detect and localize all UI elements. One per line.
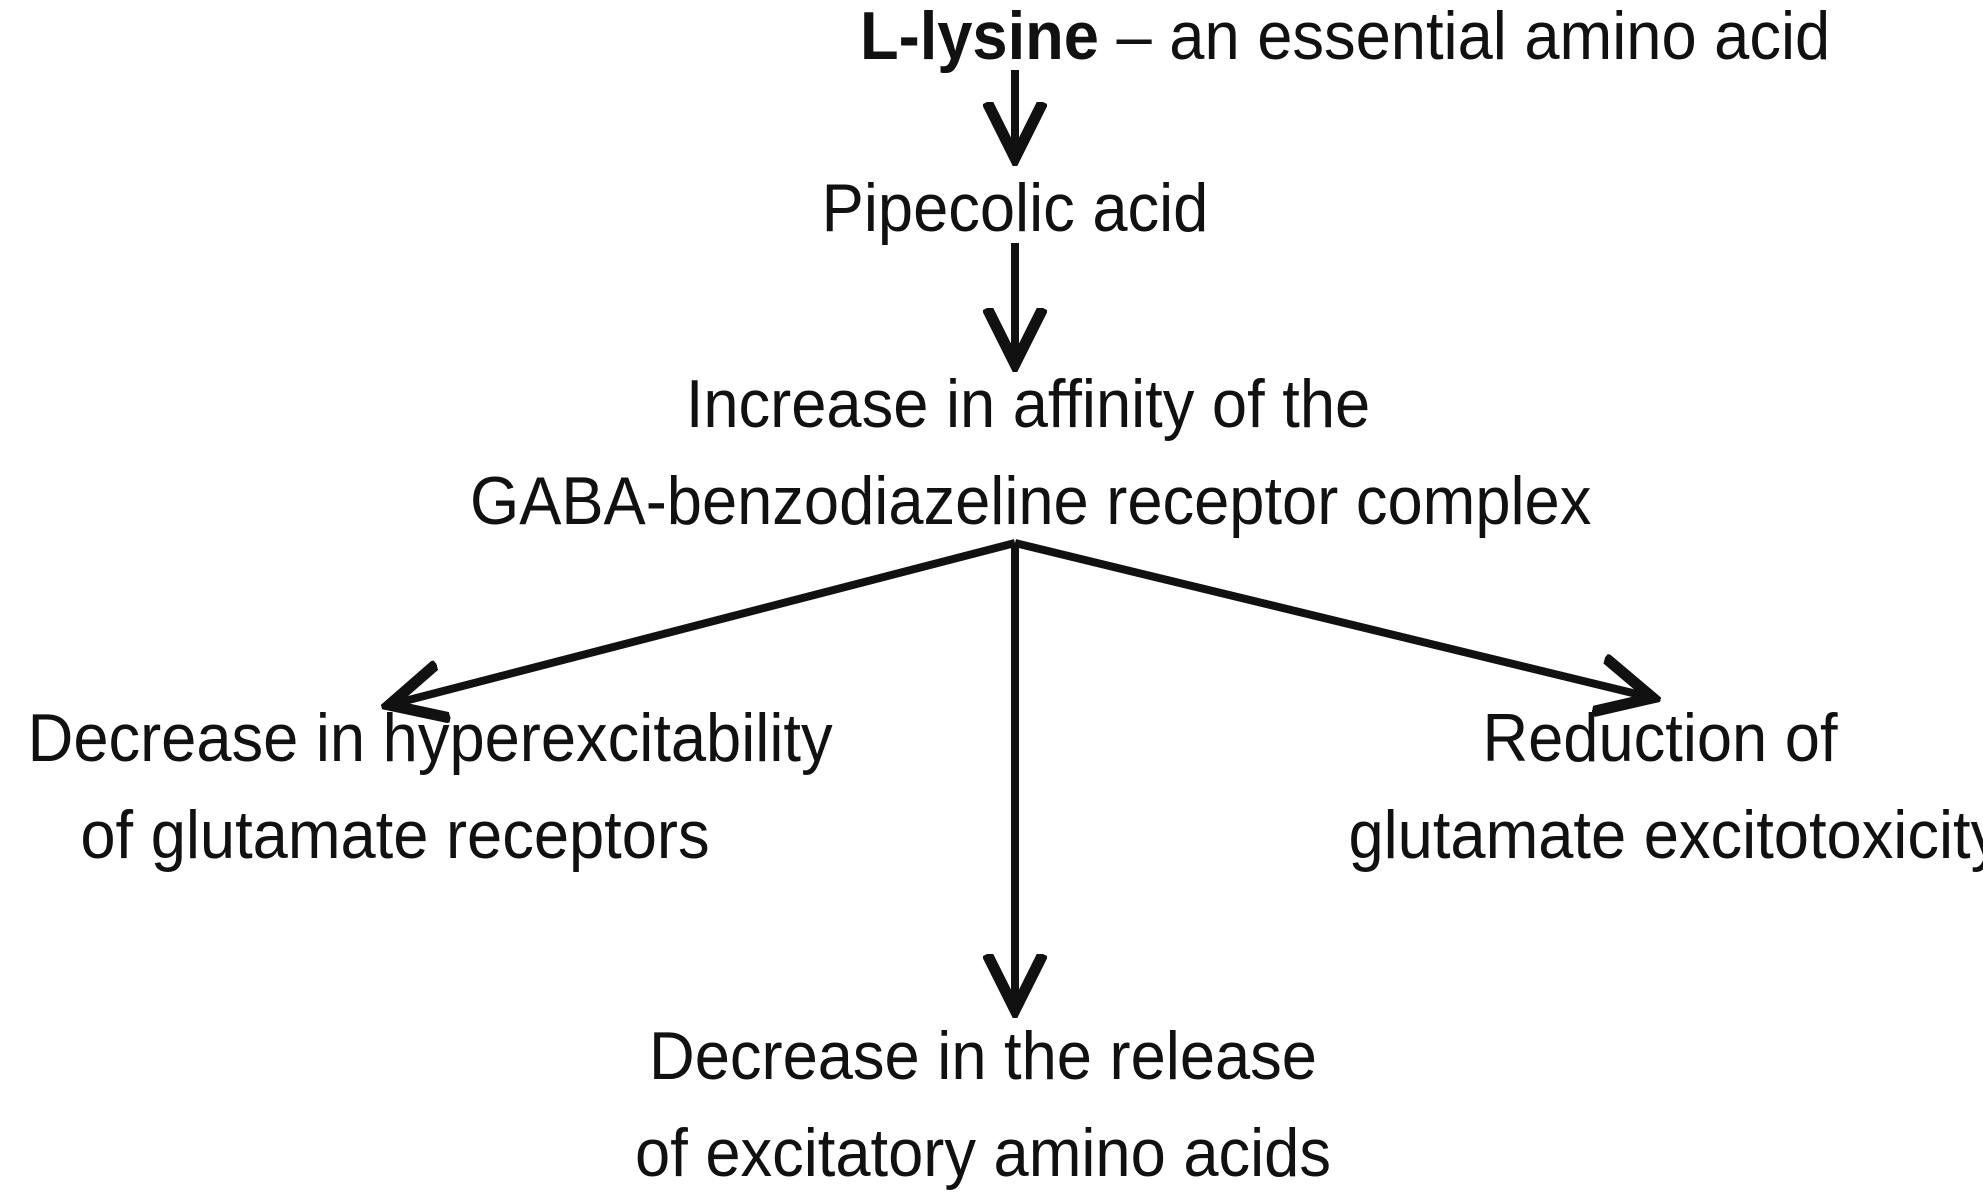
pipecolic-acid-node: Pipecolic acid xyxy=(736,160,1294,257)
lysine-label: L-lysine xyxy=(860,0,1099,74)
excitotoxicity-line-1: Reduction of xyxy=(1482,700,1838,776)
hyperexcitability-node: Decrease in hyperexcitability of glutama… xyxy=(27,690,833,884)
excitotoxicity-line-2: glutamate excitotoxicity xyxy=(1348,797,1983,873)
lysine-description: – an essential amino acid xyxy=(1098,0,1831,74)
affinity-node: Increase in affinity of the GABA-benzodi… xyxy=(470,356,1592,550)
arrow-to-hyperexcitability xyxy=(397,539,1017,703)
release-line-2: of excitatory amino acids xyxy=(635,1115,1331,1191)
lysine-node: L-lysine – an essential amino acid xyxy=(860,0,1830,85)
hyperexcitability-line-1: Decrease in hyperexcitability xyxy=(27,700,833,776)
affinity-line-1: Increase in affinity of the xyxy=(685,366,1371,442)
pipecolic-acid-label: Pipecolic acid xyxy=(821,170,1209,246)
hyperexcitability-line-2: of glutamate receptors xyxy=(80,797,710,873)
excitotoxicity-node: Reduction of glutamate excitotoxicity xyxy=(1348,690,1983,884)
affinity-line-2: GABA-benzodiazeline receptor complex xyxy=(470,463,1592,539)
release-node: Decrease in the release of excitatory am… xyxy=(611,1008,1355,1202)
arrow-to-excitotoxicity xyxy=(1014,539,1645,696)
release-line-1: Decrease in the release xyxy=(649,1018,1317,1094)
